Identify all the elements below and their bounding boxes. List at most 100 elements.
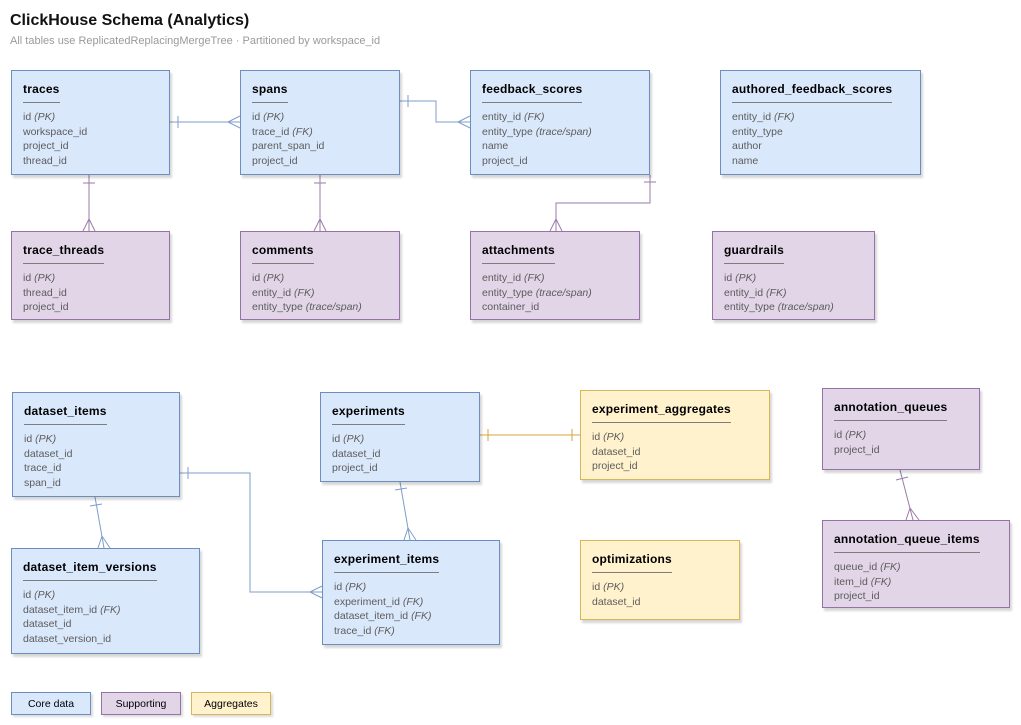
field-name: span_id [24, 476, 61, 489]
field-note: (PK) [603, 431, 625, 443]
field-name: entity_type [482, 125, 533, 138]
field-name: project_id [332, 462, 378, 475]
field-dataset_items-id: id (PK) [24, 432, 168, 447]
field-name: dataset_item_id [334, 610, 409, 623]
field-name: dataset_item_id [23, 603, 98, 616]
field-name: project_id [252, 154, 298, 167]
field-comments-entity_type: entity_type (trace/span) [252, 300, 388, 315]
field-name: project_id [834, 443, 880, 456]
field-attachments-entity_id: entity_id (FK) [482, 271, 628, 286]
table-title-optimizations: optimizations [592, 552, 672, 573]
field-note: (FK) [870, 575, 892, 588]
field-trace_threads-id: id (PK) [23, 271, 158, 286]
field-name: entity_type [252, 301, 303, 314]
field-experiments-project_id: project_id [332, 461, 468, 476]
table-title-spans: spans [252, 82, 288, 103]
field-dataset_item_versions-dataset_version_id: dataset_version_id [23, 632, 188, 647]
connector-spans-comments [313, 175, 327, 232]
field-annotation_queues-project_id: project_id [834, 443, 968, 458]
field-spans-id: id (PK) [252, 110, 388, 125]
field-note: (FK) [402, 595, 424, 608]
field-dataset_item_versions-dataset_id: dataset_id [23, 617, 188, 632]
field-note: (PK) [845, 429, 867, 441]
field-annotation_queue_items-project_id: project_id [834, 589, 998, 604]
field-name: name [482, 140, 509, 153]
field-name: id [24, 433, 33, 445]
field-name: dataset_version_id [23, 632, 112, 645]
field-comments-id: id (PK) [252, 271, 388, 286]
field-name: entity_id [732, 111, 772, 123]
field-feedback_scores-name: name [482, 139, 638, 154]
field-attachments-container_id: container_id [482, 300, 628, 315]
legend-core-data-label: Core data [27, 697, 75, 710]
field-note: (PK) [34, 272, 56, 284]
field-experiment_aggregates-project_id: project_id [592, 459, 758, 474]
field-note: (trace/span) [535, 125, 592, 138]
connector-traces-spans [170, 115, 241, 129]
table-title-guardrails: guardrails [724, 243, 785, 264]
table-title-traces: traces [23, 82, 60, 103]
field-name: id [23, 111, 32, 123]
field-guardrails-entity_id: entity_id (FK) [724, 286, 863, 301]
table-title-experiments: experiments [332, 404, 405, 425]
field-guardrails-entity_type: entity_type (trace/span) [724, 300, 863, 315]
field-name: id [252, 111, 261, 123]
field-name: project_id [482, 154, 528, 167]
field-note: (PK) [263, 111, 285, 123]
table-title-comments: comments [252, 243, 314, 264]
field-trace_threads-thread_id: thread_id [23, 286, 158, 301]
field-name: parent_span_id [252, 140, 325, 153]
field-note: (PK) [343, 433, 365, 445]
field-note: (FK) [524, 272, 545, 284]
field-name: experiment_id [334, 595, 400, 608]
field-authored_feedback_scores-author: author [732, 139, 909, 154]
field-name: thread_id [23, 286, 67, 299]
field-name: entity_id [724, 286, 764, 299]
field-name: id [724, 272, 733, 284]
field-comments-entity_id: entity_id (FK) [252, 286, 388, 301]
field-traces-project_id: project_id [23, 139, 158, 154]
field-experiment_items-id: id (PK) [334, 580, 488, 595]
field-note: (FK) [292, 125, 313, 138]
field-note: (PK) [263, 272, 285, 284]
legend-supporting-label: Supporting [115, 697, 167, 710]
field-note: (PK) [35, 433, 57, 445]
field-dataset_item_versions-dataset_item_id: dataset_item_id (FK) [23, 603, 188, 618]
field-name: dataset_id [592, 595, 641, 608]
field-note: (PK) [34, 111, 56, 123]
field-traces-id: id (PK) [23, 110, 158, 125]
field-dataset_items-dataset_id: dataset_id [24, 447, 168, 462]
field-name: name [732, 154, 759, 167]
field-dataset_items-trace_id: trace_id [24, 461, 168, 476]
field-traces-workspace_id: workspace_id [23, 125, 158, 140]
connector-dataset_items-dataset_item_versions [89, 496, 111, 549]
field-authored_feedback_scores-entity_type: entity_type [732, 125, 909, 140]
field-experiment_items-dataset_item_id: dataset_item_id (FK) [334, 609, 488, 624]
field-name: thread_id [23, 154, 67, 167]
field-authored_feedback_scores-entity_id: entity_id (FK) [732, 110, 909, 125]
field-note: (FK) [294, 286, 315, 299]
field-spans-project_id: project_id [252, 154, 388, 169]
field-name: dataset_id [24, 447, 73, 460]
field-name: dataset_id [332, 447, 381, 460]
field-name: entity_id [482, 111, 522, 123]
field-annotation_queue_items-queue_id: queue_id (FK) [834, 560, 998, 575]
field-note: (FK) [411, 610, 432, 623]
connector-traces-trace_threads [82, 175, 96, 232]
field-experiment_items-experiment_id: experiment_id (FK) [334, 595, 488, 610]
table-title-dataset_items: dataset_items [24, 404, 107, 425]
table-title-experiment_aggregates: experiment_aggregates [592, 402, 731, 423]
field-note: (FK) [524, 111, 545, 123]
field-name: dataset_id [23, 618, 72, 631]
field-name: entity_id [482, 272, 522, 284]
field-experiment_aggregates-dataset_id: dataset_id [592, 445, 758, 460]
